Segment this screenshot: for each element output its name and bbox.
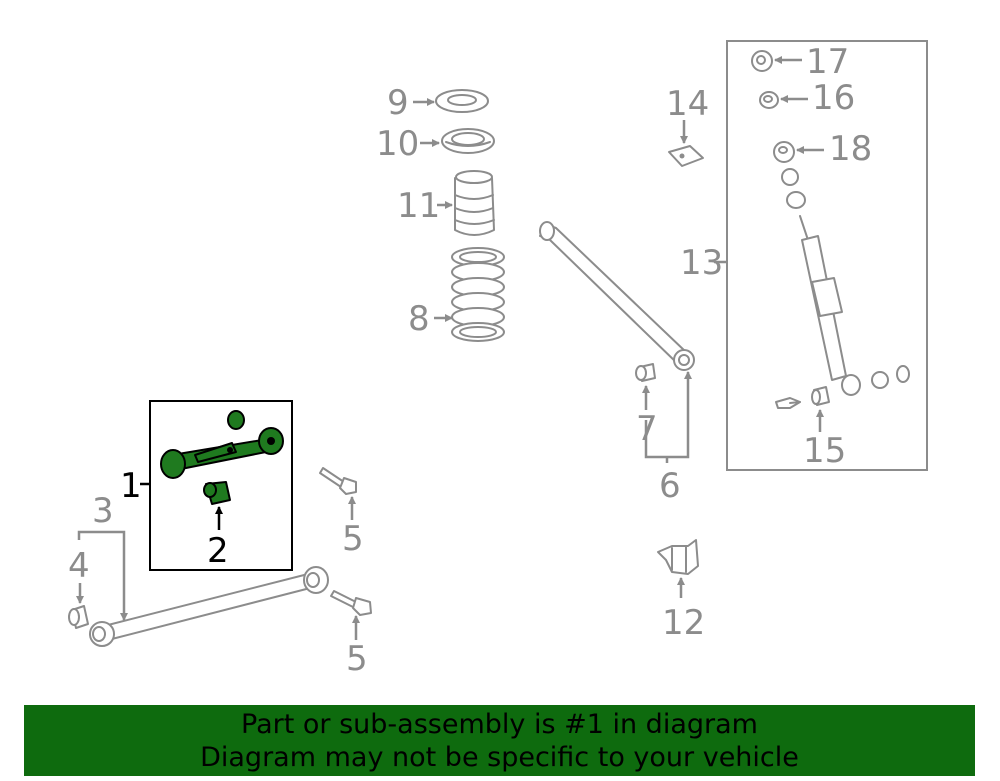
callout-17: 17 [806,42,849,82]
callout-13: 13 [680,243,723,283]
banner-line-1: Part or sub-assembly is #1 in diagram [241,709,758,740]
callout-8: 8 [408,299,430,339]
insulator-9[interactable] [435,89,489,113]
callout-6: 6 [659,466,681,506]
lower-control-arm[interactable] [89,566,329,647]
lateral-rod-6[interactable] [539,221,695,371]
callout-2: 2 [207,531,229,571]
control-arm-highlight[interactable] [160,427,284,479]
bolt-5-lower[interactable] [330,590,372,616]
bushing-4[interactable] [68,605,89,629]
banner-line-2: Diagram may not be specific to your vehi… [200,742,799,773]
shock-absorber-box [726,40,928,471]
bushing-highlight-top[interactable] [227,410,245,430]
cushion-18[interactable] [773,141,795,163]
callout-16: 16 [812,78,855,118]
callout-3: 3 [92,491,114,531]
bracket-12[interactable] [657,539,699,575]
callout-10: 10 [376,124,419,164]
callout-4: 4 [68,546,90,586]
callout-18: 18 [829,129,872,169]
callout-1: 1 [120,466,142,506]
cushion-17[interactable] [751,50,773,72]
insulator-10[interactable] [441,128,495,154]
shock-absorber[interactable] [775,168,910,409]
callout-7: 7 [636,409,658,449]
callout-15: 15 [803,431,846,471]
part-2-bushing-highlight[interactable] [203,481,231,505]
retainer-16[interactable] [759,91,779,109]
bump-stop-11[interactable] [454,170,495,236]
bolt-5-upper[interactable] [319,467,357,495]
callout-12: 12 [662,603,705,643]
callout-5-lower: 5 [346,639,368,679]
bushing-15[interactable] [811,386,830,406]
callout-9: 9 [387,83,409,123]
bushing-7[interactable] [635,363,656,382]
part-1-box [149,400,293,571]
bracket-14[interactable] [668,145,704,167]
callout-14: 14 [666,84,709,124]
parts-diagram: 1 2 3 4 5 5 9 10 [68,40,928,679]
part-1-group[interactable]: 1 2 [120,400,293,571]
callout-5-upper: 5 [342,519,364,559]
coil-spring-8[interactable] [451,247,505,342]
info-banner: Part or sub-assembly is #1 in diagram Di… [24,705,975,776]
callout-11: 11 [397,186,440,226]
